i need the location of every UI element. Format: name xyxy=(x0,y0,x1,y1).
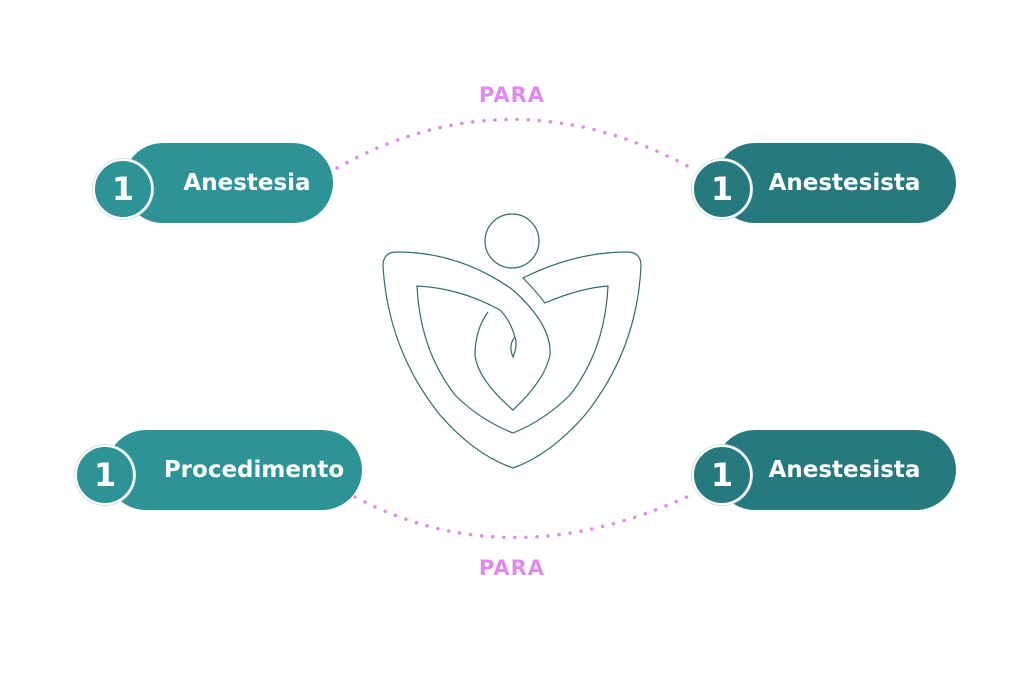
node-number-badge: 1 xyxy=(692,445,752,505)
node-number-badge: 1 xyxy=(692,159,752,219)
node-label: Anestesia xyxy=(183,170,311,196)
node-procedimento: Procedimento xyxy=(106,430,362,510)
node-anestesista-bottom: Anestesista xyxy=(715,430,956,510)
node-label: Anestesista xyxy=(768,170,921,196)
node-number-badge: 1 xyxy=(75,445,135,505)
node-label: Anestesista xyxy=(768,457,921,483)
node-number-badge: 1 xyxy=(93,159,153,219)
node-anestesia: Anestesia xyxy=(123,143,333,223)
connector-label-bottom: PARA xyxy=(478,556,546,580)
node-label: Procedimento xyxy=(163,457,345,483)
connector-label-top: PARA xyxy=(478,83,546,107)
connector-bottom xyxy=(353,491,697,540)
connector-top xyxy=(335,117,697,172)
node-anestesista-top: Anestesista xyxy=(715,143,956,223)
logo-icon xyxy=(382,213,642,469)
